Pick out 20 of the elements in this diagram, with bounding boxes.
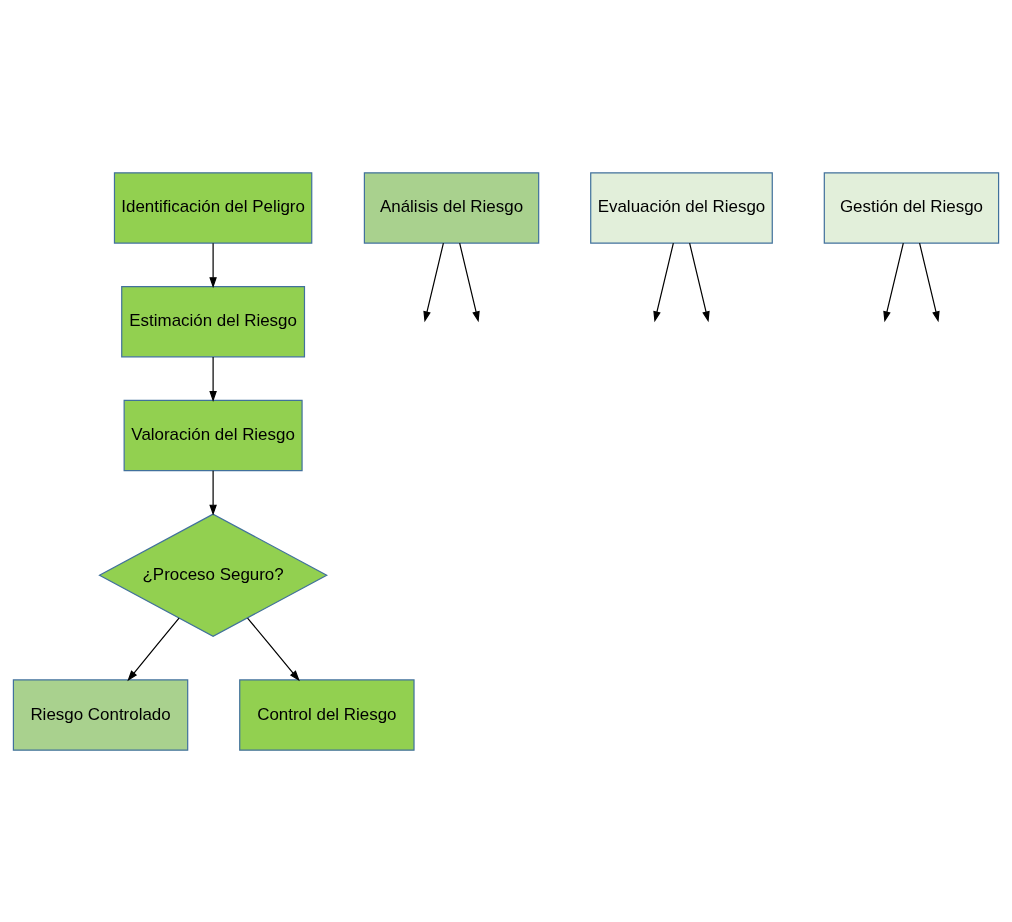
arrow	[209, 469, 217, 516]
node-box: Evaluación del Riesgo	[590, 171, 773, 244]
arrow	[459, 242, 480, 322]
arrow	[209, 242, 217, 288]
node-box: Estimación del Riesgo	[121, 285, 306, 357]
arrow	[919, 242, 940, 322]
arrow	[423, 242, 444, 322]
arrow	[127, 616, 180, 681]
node-box: Análisis del Riesgo	[363, 171, 540, 244]
node-box: Identificación del Peligro	[113, 171, 313, 244]
node-box: Gestión del Riesgo	[823, 171, 1000, 244]
arrow	[689, 242, 710, 322]
arrow	[246, 616, 300, 681]
arrow	[883, 242, 904, 322]
arrow	[653, 242, 674, 322]
node-box: Valoración del Riesgo	[123, 399, 303, 471]
node-box: Riesgo Controlado	[12, 678, 189, 751]
node-diamond: ¿Proceso Seguro?	[98, 512, 328, 637]
node-box: Control del Riesgo	[239, 678, 415, 751]
arrow	[209, 355, 217, 402]
